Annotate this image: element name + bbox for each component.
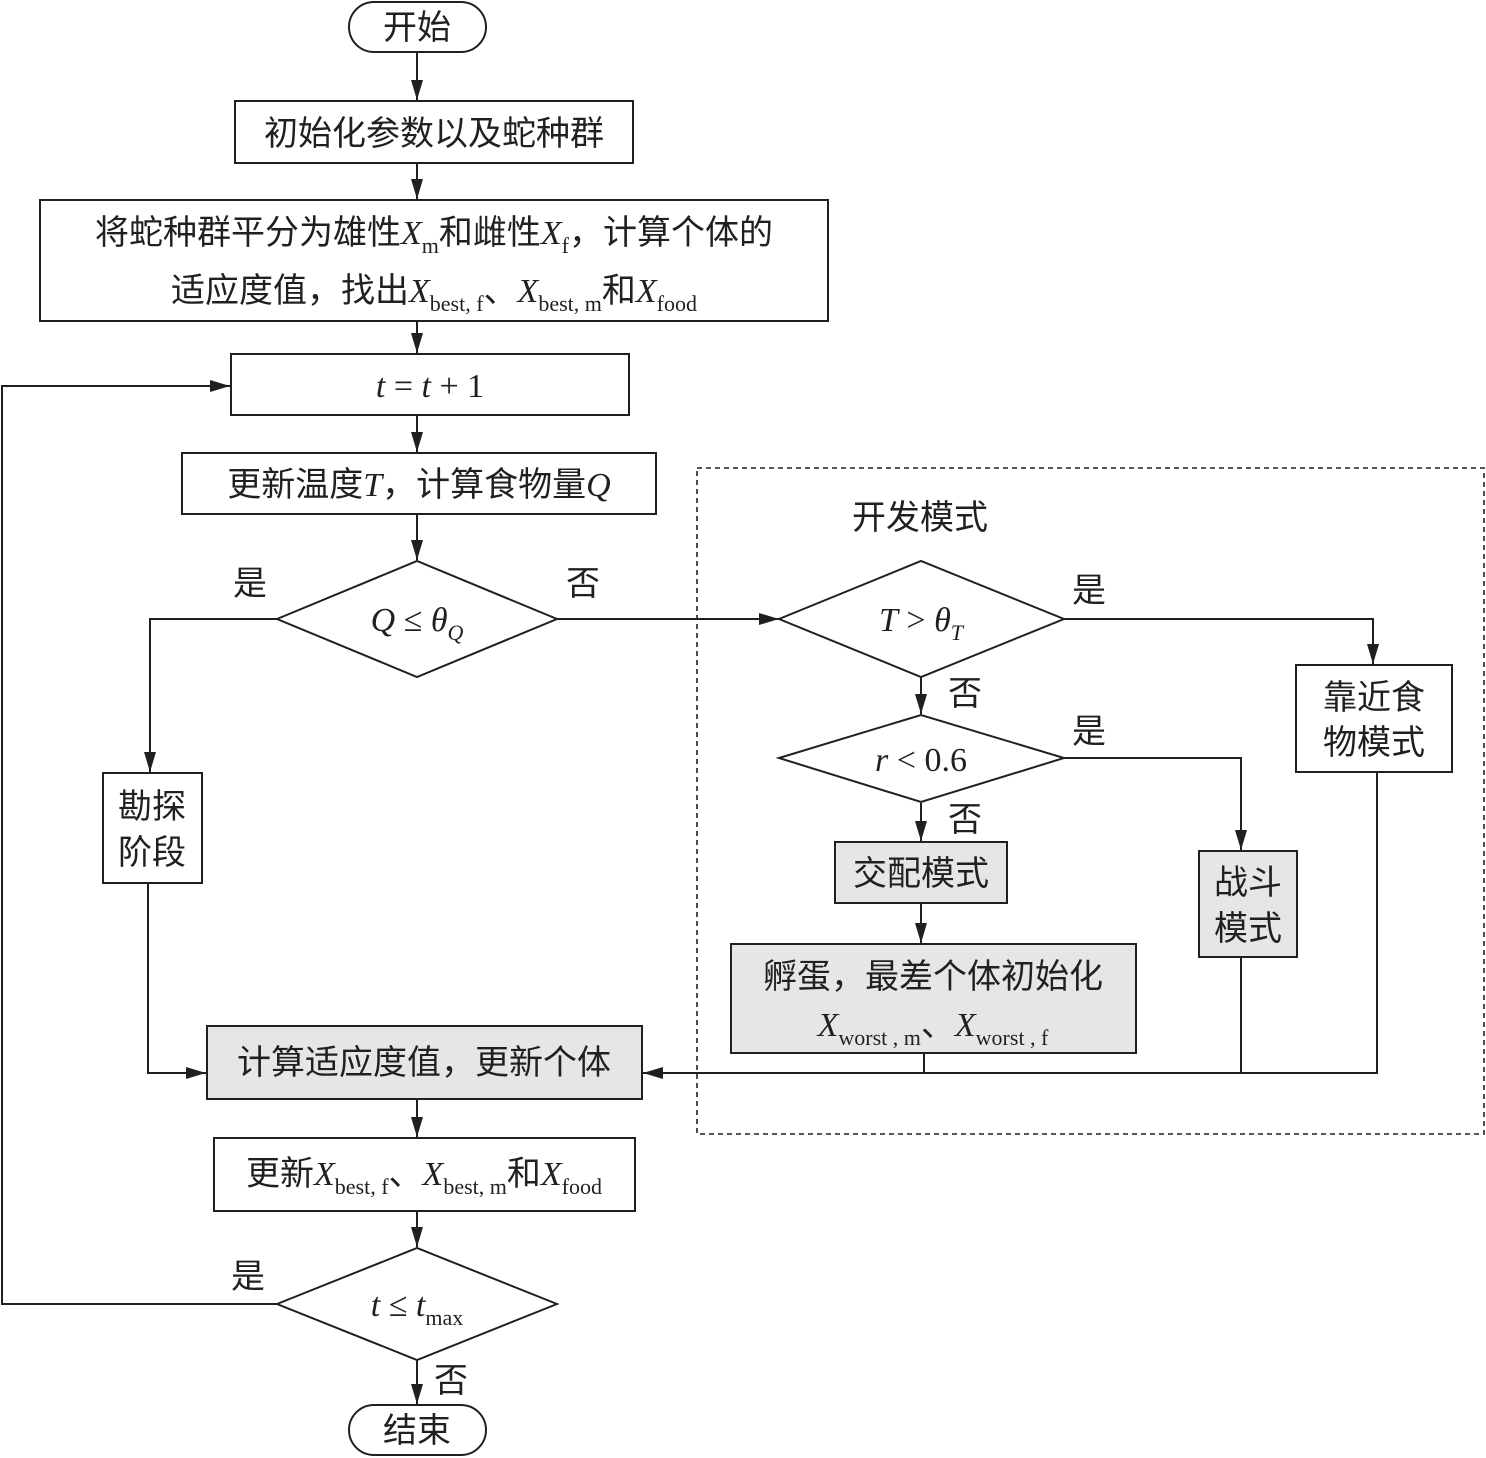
arrow-cond3-fight [1064, 757, 1247, 850]
approach-line-1: 靠近食 [1323, 678, 1425, 718]
init-box [234, 100, 634, 164]
cond2-no-label: 否 [948, 674, 982, 714]
mating-label: 交配模式 [853, 854, 989, 894]
split-line-2: 适应度值，找出Xbest, f、Xbest, m和Xfood [171, 271, 697, 316]
start-label: 开始 [383, 8, 451, 48]
fitness-label: 计算适应度值，更新个体 [237, 1043, 611, 1083]
cond3-no-label: 否 [948, 800, 982, 840]
iter-label: t = t + 1 [376, 368, 484, 405]
cond1-diamond [274, 559, 560, 679]
iter-box [230, 353, 630, 416]
exploit-region [696, 467, 1485, 1135]
cond3-diamond [775, 713, 1068, 804]
fight-line-2: 模式 [1214, 909, 1282, 949]
mating-box [834, 841, 1008, 904]
split-line-1: 将蛇种群平分为雄性Xm和雌性Xf，计算个体的 [95, 213, 773, 258]
cond3-label: r < 0.6 [875, 742, 967, 779]
update-box [181, 452, 657, 515]
best-label: 更新Xbest, f、Xbest, m和Xfood [246, 1154, 602, 1199]
cond2-label: T > θT [879, 602, 965, 645]
explore-line-1: 勘探 [118, 787, 186, 827]
approach-box [1295, 664, 1453, 773]
exploit-title: 开发模式 [852, 498, 988, 538]
best-box [213, 1137, 636, 1212]
end-terminal [348, 1404, 487, 1456]
arrow-merge-fitness [643, 772, 1378, 1079]
cond1-no-label: 否 [566, 564, 600, 604]
approach-line-2: 物模式 [1323, 723, 1425, 763]
hatch-box [730, 943, 1137, 1054]
arrow-cond1-explore [144, 618, 277, 772]
split-box [39, 199, 829, 322]
arrow-cond2-approach [1064, 618, 1379, 664]
update-label: 更新温度T，计算食物量Q [227, 465, 610, 505]
cond4-yes-label: 是 [231, 1257, 265, 1297]
cond2-yes-label: 是 [1072, 571, 1106, 611]
cond2-diamond [776, 559, 1067, 679]
start-terminal [348, 1, 487, 53]
arrow-cond4-loop [1, 380, 277, 1305]
cond4-diamond [274, 1246, 560, 1362]
hatch-line-1: 孵蛋，最差个体初始化 [763, 957, 1103, 997]
cond1-label: Q ≤ θQ [371, 602, 464, 645]
arrow-explore-fitness [147, 883, 206, 1079]
hatch-line-2: Xworst , m、Xworst , f [816, 1005, 1049, 1050]
cond3-yes-label: 是 [1072, 712, 1106, 752]
explore-line-2: 阶段 [118, 833, 186, 873]
fight-line-1: 战斗 [1214, 863, 1282, 903]
cond1-yes-label: 是 [233, 564, 267, 604]
end-label: 结束 [383, 1411, 451, 1451]
fight-box [1198, 850, 1298, 958]
init-label: 初始化参数以及蛇种群 [264, 114, 604, 154]
cond4-label: t ≤ tmax [371, 1287, 463, 1330]
explore-box [102, 772, 203, 884]
fitness-box [206, 1025, 643, 1100]
cond4-no-label: 否 [434, 1361, 468, 1401]
